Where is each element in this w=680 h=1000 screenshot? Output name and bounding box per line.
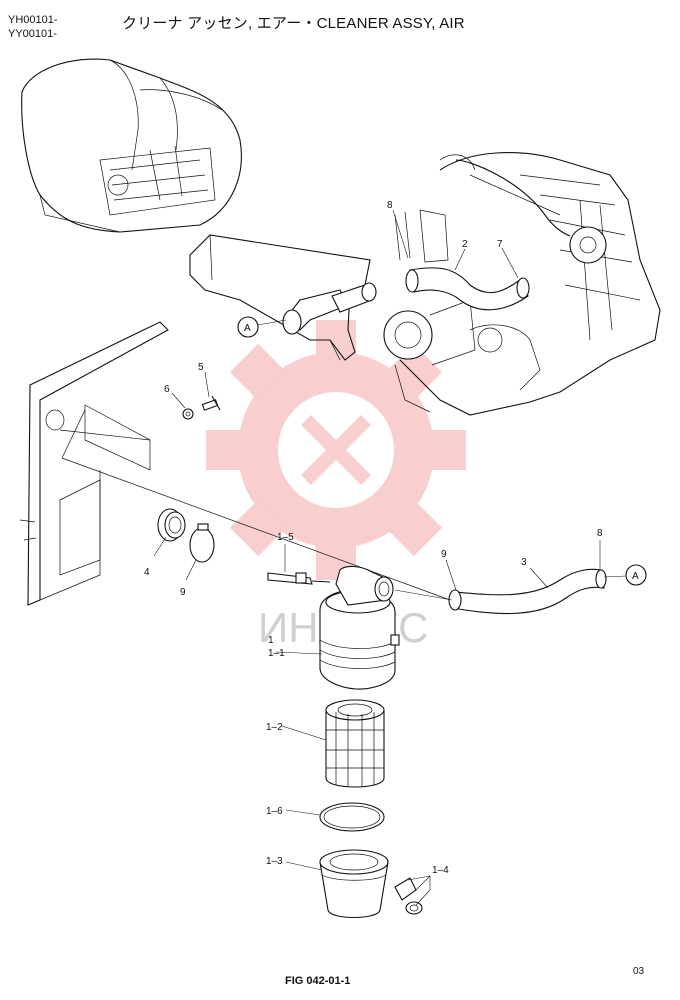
figure-number: FIG 042-01-1	[285, 975, 351, 987]
callout-6: 6	[164, 384, 170, 395]
callout-1-3: 1–3	[266, 856, 283, 867]
callout-1-4: 1–4	[432, 865, 449, 876]
air-cleaner-body	[319, 565, 400, 690]
callout-2: 2	[462, 239, 468, 250]
machine-overview-illustration	[21, 58, 242, 233]
callout-9-left: 9	[180, 587, 186, 598]
connection-line	[394, 589, 453, 601]
rubber-seal-4	[157, 508, 186, 542]
o-ring-1-6	[319, 802, 385, 832]
watermark-logo	[206, 320, 466, 580]
restriction-indicator-1-5	[267, 572, 331, 585]
callout-3: 3	[521, 557, 527, 568]
reference-a-lower: A	[603, 564, 647, 586]
callout-1-1: 1–1	[268, 648, 285, 659]
callout-8-lower: 8	[597, 528, 603, 539]
model-code-1: YH00101-	[8, 14, 58, 26]
reference-a-upper-label: A	[244, 323, 251, 334]
evacuator-valve-1-4	[394, 877, 423, 915]
engine-block-illustration	[383, 152, 661, 416]
callout-7: 7	[497, 239, 503, 250]
filter-element-1-2	[325, 699, 385, 788]
callout-labels: 5 6 8 2 7 4 9 1–5 1 1–1 1–2 1–6 1–3 1–4 …	[144, 200, 603, 876]
callout-1: 1	[268, 635, 274, 646]
intake-pipe-upper	[189, 234, 377, 361]
dust-cup-1-3	[319, 849, 389, 918]
frame-bracket-illustration	[19, 321, 451, 606]
page-title: クリーナ アッセン, エアー・CLEANER ASSY, AIR	[122, 15, 465, 32]
callout-1-6: 1–6	[266, 806, 283, 817]
hose-clamp-9-left	[189, 523, 215, 563]
callout-9-right: 9	[441, 549, 447, 560]
model-code-2: YY00101-	[8, 28, 57, 40]
callout-5: 5	[198, 362, 204, 373]
callout-1-2: 1–2	[266, 722, 283, 733]
reference-a-upper: A	[237, 316, 287, 338]
bolt-5	[201, 395, 221, 411]
leader-lines	[153, 209, 601, 906]
hose-2	[405, 267, 530, 311]
nut-6	[182, 408, 194, 420]
callout-4: 4	[144, 567, 150, 578]
reference-a-lower-label: A	[632, 571, 639, 582]
page-number: 03	[633, 966, 645, 977]
callout-1-5: 1–5	[277, 532, 294, 543]
callout-8-upper: 8	[387, 200, 393, 211]
hose-3	[448, 568, 607, 615]
